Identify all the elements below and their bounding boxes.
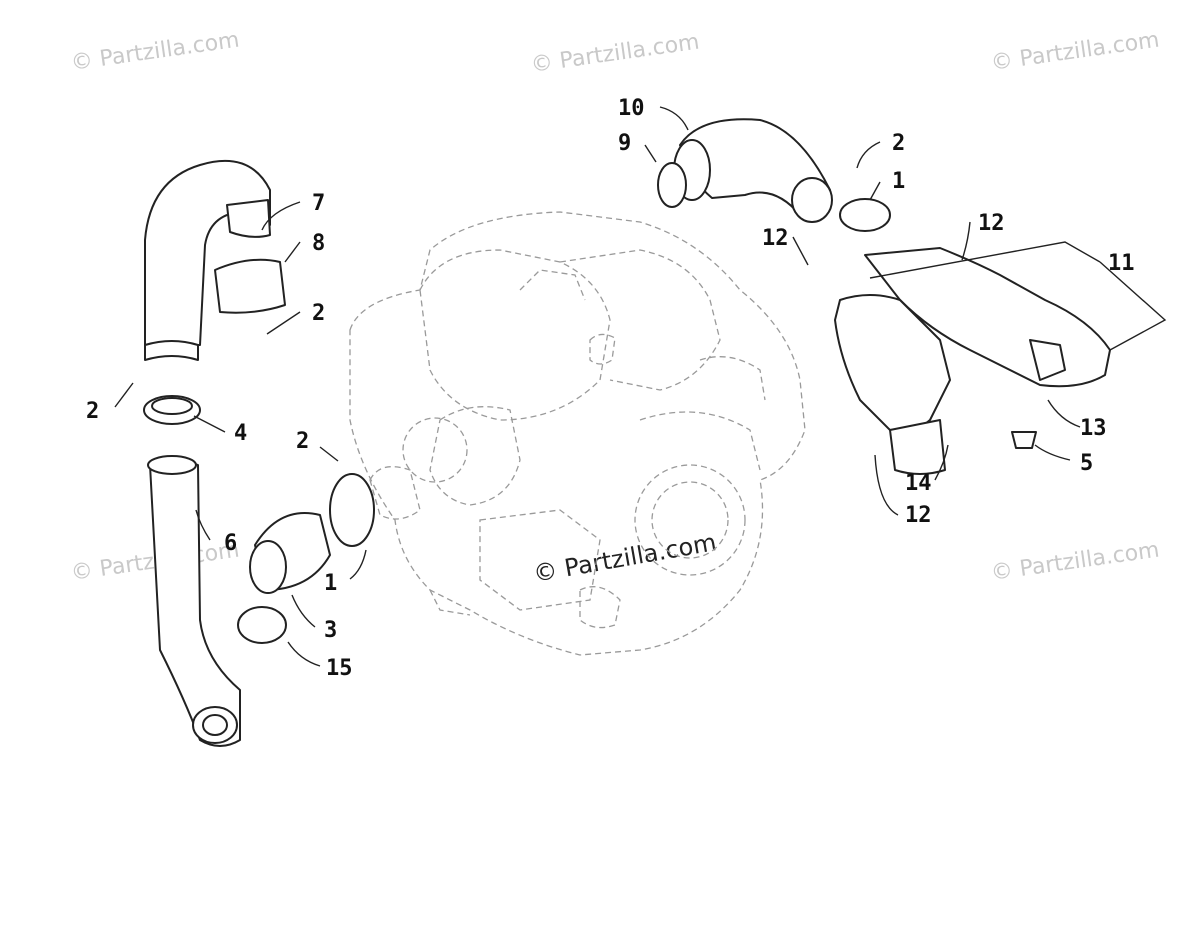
shield-part-8 <box>214 258 286 314</box>
callout-1: 1 <box>324 571 337 596</box>
callout-2: 2 <box>86 399 99 424</box>
upper-left-duct <box>144 159 271 361</box>
watermark: © Partzilla.com <box>529 30 701 78</box>
watermark: © Partzilla.com <box>531 528 718 588</box>
leader-lines <box>114 106 1167 667</box>
callout-5: 5 <box>1080 451 1093 476</box>
watermark: © Partzilla.com <box>989 538 1161 586</box>
callout-8: 8 <box>312 231 325 256</box>
callout-7: 7 <box>312 191 325 216</box>
callout-2: 2 <box>892 131 905 156</box>
ring-part-4 <box>143 395 201 425</box>
watermark: © Partzilla.com <box>989 28 1161 76</box>
callout-13: 13 <box>1080 416 1107 441</box>
callout-10: 10 <box>618 96 645 121</box>
fastener-part-5 <box>1011 431 1037 449</box>
engine-outline <box>349 211 806 656</box>
callout-2: 2 <box>296 429 309 454</box>
clamp-part-1-right <box>839 198 891 232</box>
clamp-part-15 <box>237 606 287 644</box>
callout-14: 14 <box>905 471 932 496</box>
callout-6: 6 <box>224 531 237 556</box>
callout-15: 15 <box>326 656 353 681</box>
clamp-part-9 <box>657 162 687 208</box>
callout-12: 12 <box>978 211 1005 236</box>
clamp-part-1-left <box>329 473 375 547</box>
callouts: 7 8 2 2 4 2 6 1 3 15 10 9 2 1 12 12 11 1… <box>86 96 1135 681</box>
callout-11: 11 <box>1108 251 1135 276</box>
watermark: © Partzilla.com <box>69 28 241 76</box>
callout-4: 4 <box>234 421 247 446</box>
tube-part-6 <box>149 459 241 747</box>
callout-9: 9 <box>618 131 631 156</box>
callout-2: 2 <box>312 301 325 326</box>
callout-3: 3 <box>324 618 337 643</box>
callout-1: 1 <box>892 169 905 194</box>
callout-12: 12 <box>905 503 932 528</box>
callout-12: 12 <box>762 226 789 251</box>
